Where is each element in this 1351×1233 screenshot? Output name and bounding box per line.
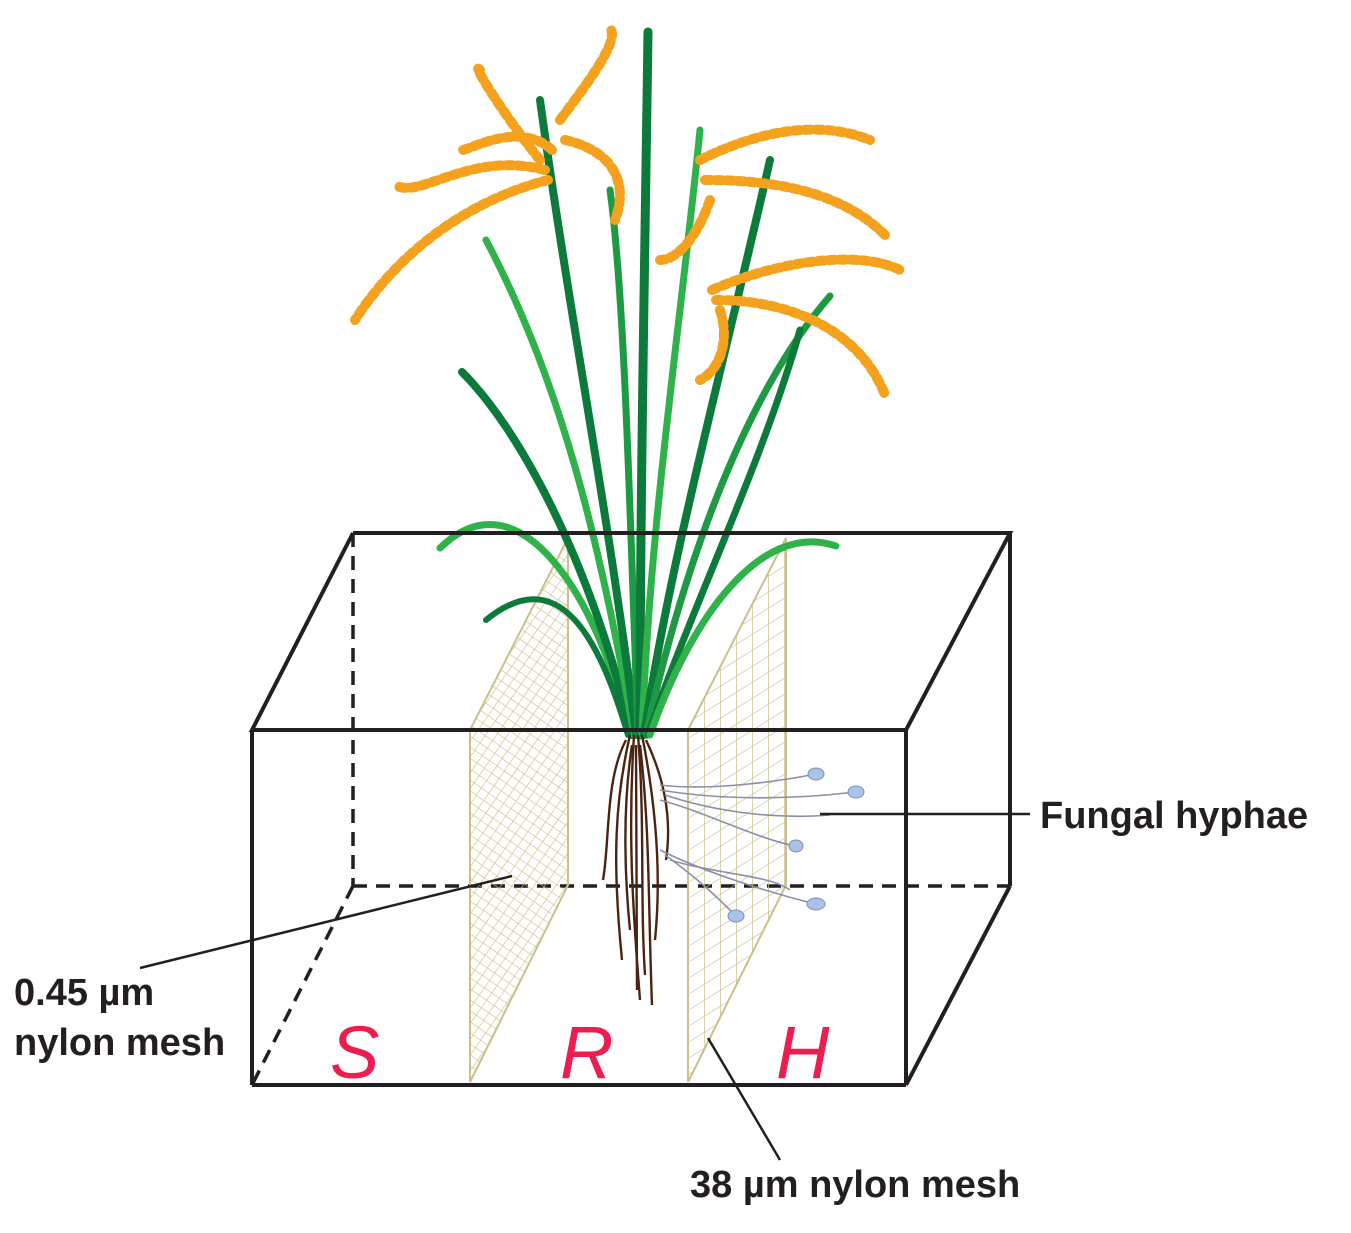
rice-panicles bbox=[350, 23, 905, 400]
coarse-mesh-label: 38 µm nylon mesh bbox=[690, 1164, 1021, 1206]
rice-plant-leaves bbox=[436, 27, 840, 740]
box-visible-edges bbox=[248, 531, 1014, 1087]
fungal-hyphae-label: Fungal hyphae bbox=[1040, 795, 1309, 837]
zone-s-label: S bbox=[330, 1011, 380, 1094]
fine-mesh-label-line1: 0.45 µm bbox=[14, 972, 155, 1014]
zone-h-label: H bbox=[776, 1011, 830, 1094]
leader-lines bbox=[139, 812, 1030, 1161]
fungal-hyphae bbox=[659, 773, 856, 917]
fine-mesh-label-line2: nylon mesh bbox=[14, 1022, 226, 1064]
box-hidden-edges bbox=[250, 533, 1010, 1086]
roots bbox=[601, 734, 670, 1006]
zone-r-label: R bbox=[560, 1011, 614, 1094]
spores bbox=[727, 767, 865, 923]
coarse-mesh-panel bbox=[687, 537, 787, 1083]
